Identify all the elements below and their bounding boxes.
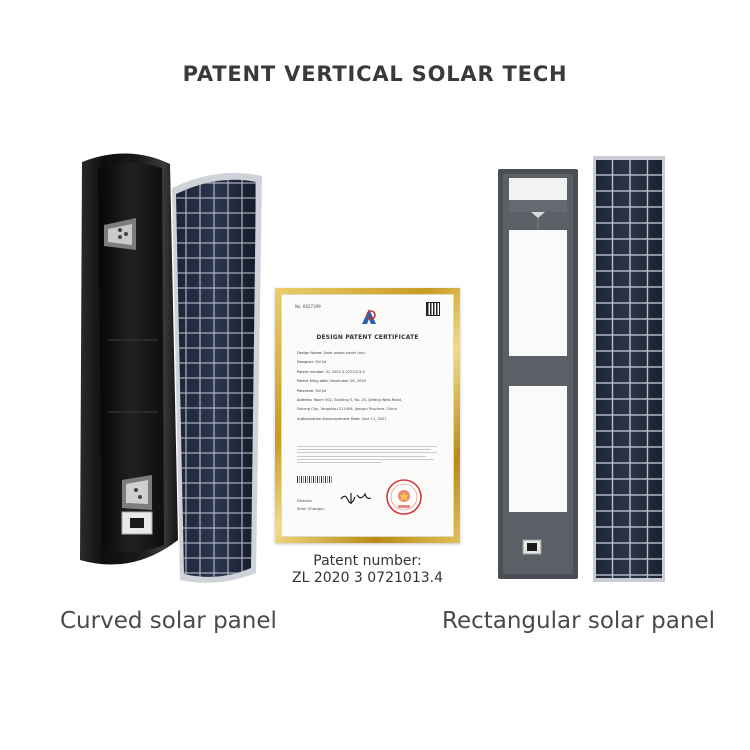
certificate-field: Yuheng City, Yangzhou 211406, Jiangsu Pr… xyxy=(297,407,397,412)
certificate-body-text xyxy=(297,446,437,465)
certificate-field: Authorization Announcement Date: June 11… xyxy=(297,416,387,421)
certificate-field: Designer: Shi Jie xyxy=(297,360,327,365)
director-signature xyxy=(340,492,372,504)
patent-number-label: Patent number: xyxy=(313,553,422,569)
certificate-field: Patentee: Shi Jie xyxy=(297,388,327,393)
rectangular-solar-panel xyxy=(593,156,665,582)
caption-rectangular-panel: Rectangular solar panel xyxy=(442,608,715,634)
curved-pole-housing xyxy=(80,153,178,565)
design-patent-certificate: No. 6627399 DESIGN PATENT CERTIFICATE De… xyxy=(281,294,454,537)
rectangular-mount-frame xyxy=(498,169,578,579)
caption-curved-panel: Curved solar panel xyxy=(60,608,277,634)
curved-solar-panel xyxy=(172,172,262,583)
certificate-field: Address: Room 502, Building 5, No. 23, J… xyxy=(297,398,403,403)
barcode xyxy=(297,476,333,483)
certificate-number: No. 6627399 xyxy=(295,304,321,309)
patent-office-logo xyxy=(362,309,376,324)
official-seal xyxy=(386,479,422,515)
patent-number-value: ZL 2020 3 0721013.4 xyxy=(292,570,443,586)
certificate-field: Patent filing date: November 26, 2020 xyxy=(297,379,366,384)
certificate-title: DESIGN PATENT CERTIFICATE xyxy=(316,334,419,341)
qr-code-icon xyxy=(426,302,440,316)
certificate-director: Director Shen Changyu xyxy=(297,498,325,511)
certificate-frame: No. 6627399 DESIGN PATENT CERTIFICATE De… xyxy=(275,288,460,543)
headline: PATENT VERTICAL SOLAR TECH xyxy=(182,62,568,86)
patent-number-caption: Patent number: ZL 2020 3 0721013.4 xyxy=(270,553,465,587)
certificate-field: Design Name: Solar power panel (arc) xyxy=(297,351,366,355)
certificate-fields: Design Name: Solar power panel (arc) Des… xyxy=(297,349,442,424)
certificate-field: Patent number: ZL 2020 3 0721013.4 xyxy=(297,369,365,374)
